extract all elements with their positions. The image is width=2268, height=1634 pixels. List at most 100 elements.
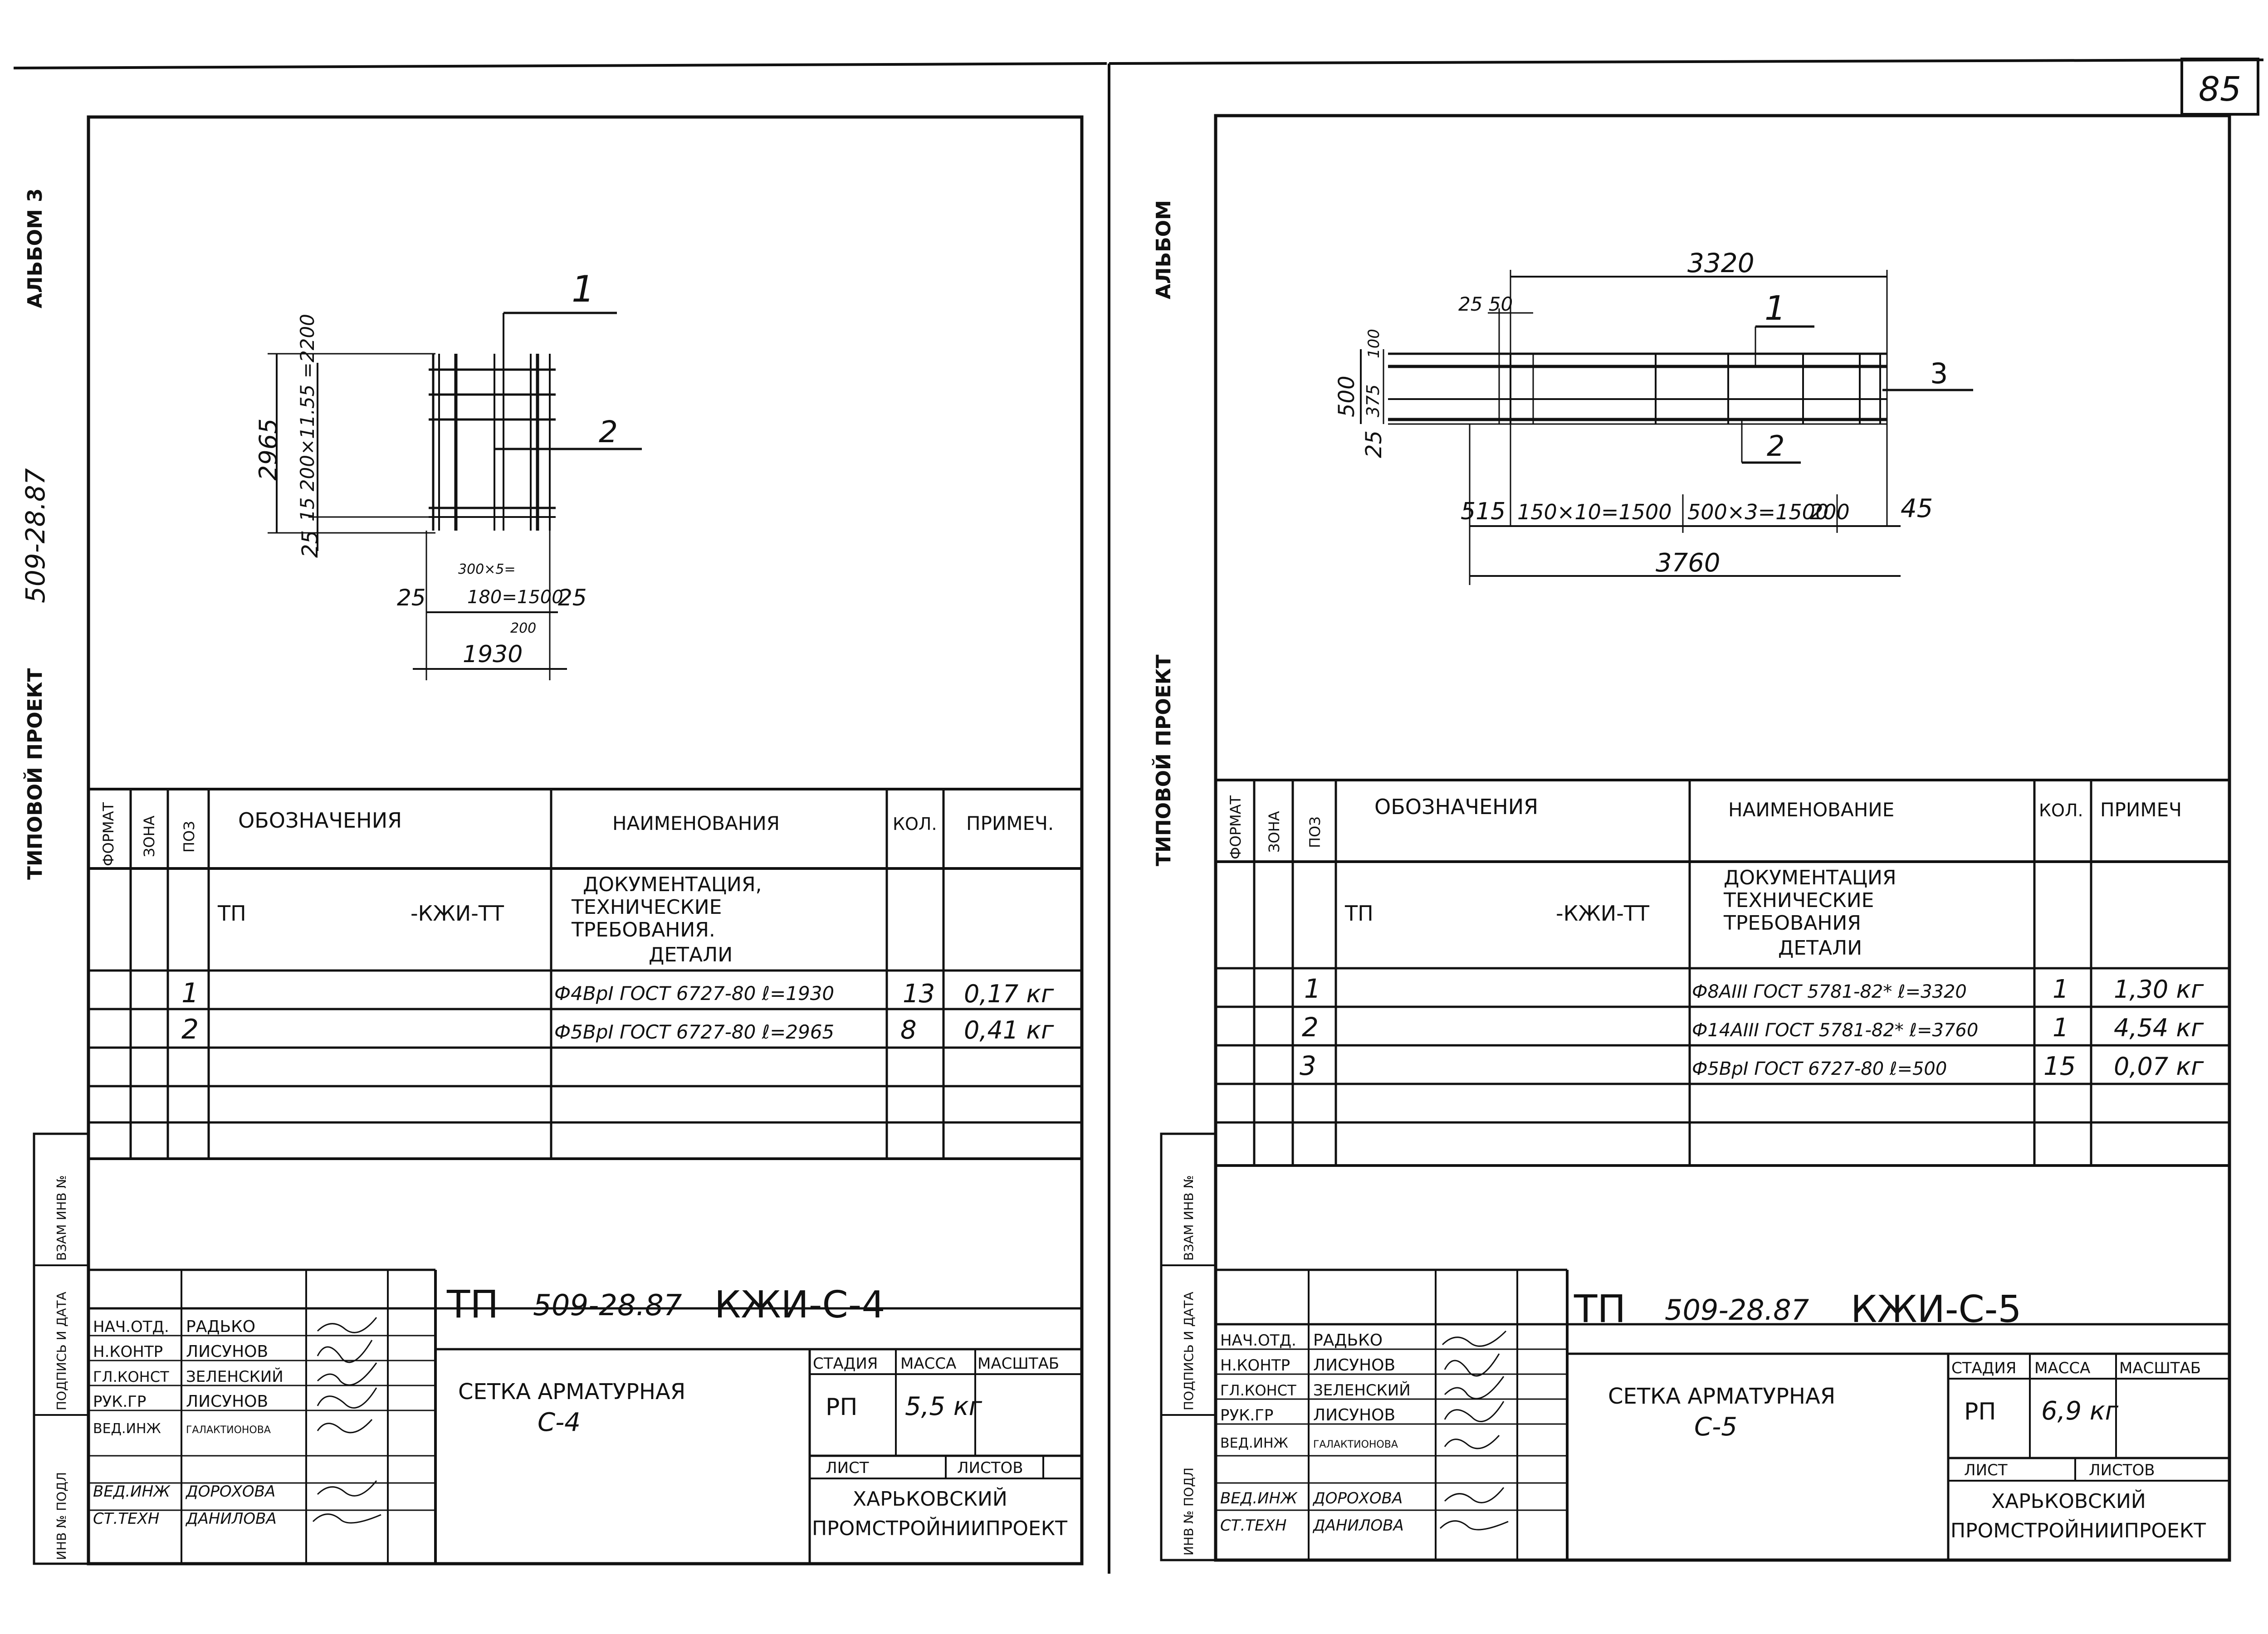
c5-dim-seg-d: 200 <box>1810 500 1850 524</box>
c5-dim-length-inner: 3320 <box>1687 248 1755 278</box>
left-doc-name-2: ТЕХНИЧЕСКИЕ <box>571 896 722 919</box>
c4-dim-width-total: 1930 <box>463 641 523 668</box>
top-edge-line-left <box>13 62 1107 69</box>
left-name-2: ЛИСУНОВ <box>186 1342 268 1361</box>
left-col-pos: ПОЗ <box>181 821 198 853</box>
left-role-1: НАЧ.ОТД. <box>93 1318 169 1336</box>
left-doc-name-3: ТРЕБОВАНИЯ. <box>571 918 715 941</box>
left-col-format: ФОРМАТ <box>100 802 117 866</box>
right-role-2: Н.КОНТР <box>1220 1356 1290 1375</box>
left-role-5: ВЕД.ИНЖ <box>93 1421 161 1437</box>
c4-dim-height-spacing: 15 200×11.55 =2200 <box>296 314 318 522</box>
right-col-designation: ОБОЗНАЧЕНИЯ <box>1374 795 1538 819</box>
c4-pos-1: 1 <box>572 268 595 310</box>
left-title-line-1: СЕТКА АРМАТУРНАЯ <box>458 1379 685 1405</box>
left-doc-name-1: ДОКУМЕНТАЦИЯ, <box>583 873 762 896</box>
left-signatures <box>312 1317 381 1524</box>
right-sheet: АЛЬБОМ ТИПОВОЙ ПРОЕКТ ВЗАМ ИНВ № ПОДПИСЬ… <box>1151 114 2231 1562</box>
right-spec-table: ФОРМАТ ЗОНА ПОЗ ОБОЗНАЧЕНИЯ НАИМЕНОВАНИЕ… <box>1214 779 2231 1167</box>
right-row3-pos: 3 <box>1300 1050 1316 1081</box>
right-doc-name-3: ТРЕБОВАНИЯ <box>1723 912 1861 935</box>
c5-dim-seg-a: 515 <box>1461 498 1505 525</box>
c5-dim-seg-e: 45 <box>1901 494 1933 523</box>
right-row2-qty: 1 <box>2053 1013 2069 1043</box>
left-col-note: ПРИМЕЧ. <box>966 812 1054 834</box>
right-role-1: НАЧ.ОТД. <box>1220 1332 1296 1350</box>
c4-dim-width-right: 25 <box>558 585 587 611</box>
c5-dim-offsets: 25 50 <box>1458 293 1513 315</box>
left-name-7: ДАНИЛОВА <box>185 1510 277 1528</box>
right-col-name: НАИМЕНОВАНИЕ <box>1728 799 1894 821</box>
left-col-qty: КОЛ. <box>893 814 937 834</box>
left-title-block: ТП 509-28.87 КЖИ-С-4 НАЧ.ОТД. Н.КОНТР ГЛ… <box>88 1268 1082 1564</box>
c4-dim-width-left: 25 <box>397 585 426 611</box>
right-org-1: ХАРЬКОВСКИЙ <box>1991 1489 2146 1513</box>
right-col-format: ФОРМАТ <box>1227 795 1244 859</box>
right-role-6: ВЕД.ИНЖ <box>1220 1489 1298 1507</box>
right-album-label: АЛЬБОМ <box>1152 200 1175 299</box>
right-mass: 6,9 кг <box>2041 1396 2119 1426</box>
right-col-qty: КОЛ. <box>2039 800 2083 820</box>
left-stamp-inv: ИНВ № ПОДЛ <box>54 1472 69 1560</box>
right-stamp-replaced: ВЗАМ ИНВ № <box>1181 1175 1196 1261</box>
left-code-prefix: ТП <box>446 1282 499 1327</box>
left-title-line-2: С-4 <box>538 1408 581 1437</box>
right-doc-code-right: -КЖИ-ТТ <box>1556 901 1650 926</box>
right-col-zone: ЗОНА <box>1266 811 1283 853</box>
left-code: 509-28.87 <box>533 1289 682 1322</box>
right-code-prefix: ТП <box>1574 1287 1626 1331</box>
right-row3-qty: 15 <box>2043 1052 2076 1081</box>
right-stage: РП <box>1964 1398 1996 1425</box>
right-role-4: РУК.ГР <box>1220 1406 1273 1424</box>
left-name-5: ГАЛАКТИОНОВА <box>186 1424 271 1436</box>
right-col-pos: ПОЗ <box>1306 816 1324 848</box>
right-role-7: СТ.ТЕХН <box>1220 1517 1286 1535</box>
c4-dim-height-total: 2965 <box>254 419 283 481</box>
page-number: 85 <box>2199 70 2241 109</box>
right-row3-name: Ф5ВрI ГОСТ 6727-80 ℓ=500 <box>1692 1058 1947 1079</box>
left-stamp-strip: ВЗАМ ИНВ № ПОДПИСЬ И ДАТА ИНВ № ПОДЛ <box>33 1132 90 1565</box>
right-row2-pos: 2 <box>1302 1012 1319 1043</box>
left-row1-name: Ф4ВрI ГОСТ 6727-80 ℓ=1930 <box>554 982 834 1005</box>
left-role-4: РУК.ГР <box>93 1393 146 1411</box>
right-stamp-inv: ИНВ № ПОДЛ <box>1181 1468 1196 1556</box>
c5-pos-2: 2 <box>1767 429 1784 463</box>
c5-dim-seg-c: 500×3=1500 <box>1687 500 1828 524</box>
left-role-2: Н.КОНТР <box>93 1343 163 1361</box>
left-album-label: АЛЬБОМ 3 <box>24 188 47 308</box>
c4-dim-width-spacing: 300×5= <box>458 561 516 577</box>
c4-dim-width-inner: 180=1500 <box>467 587 563 608</box>
left-label-scale: МАСШТАБ <box>978 1355 1059 1373</box>
left-row2-qty: 8 <box>900 1015 917 1045</box>
left-org-2: ПРОМСТРОЙНИИПРОЕКТ <box>812 1516 1067 1540</box>
right-title-line-1: СЕТКА АРМАТУРНАЯ <box>1608 1384 1835 1409</box>
left-stamp-signature: ПОДПИСЬ И ДАТА <box>54 1292 69 1410</box>
top-edge-line-right <box>1109 59 2264 65</box>
right-row2-name: Ф14АIII ГОСТ 5781-82* ℓ=3760 <box>1692 1020 1978 1041</box>
left-name-6: ДОРОХОВА <box>185 1483 275 1501</box>
right-name-7: ДАНИЛОВА <box>1312 1517 1404 1535</box>
left-name-4: ЛИСУНОВ <box>186 1392 268 1411</box>
right-code-suffix: КЖИ-С-5 <box>1851 1288 2022 1331</box>
right-label-scale: МАСШТАБ <box>2119 1359 2201 1377</box>
right-name-5: ГАЛАКТИОНОВА <box>1313 1439 1398 1450</box>
right-project-type: ТИПОВОЙ ПРОЕКТ <box>1151 654 1175 866</box>
right-row1-note: 1,30 кг <box>2114 975 2204 1004</box>
c5-dim-height-total: 500 <box>1334 376 1359 417</box>
left-row1-qty: 13 <box>903 979 935 1009</box>
left-doc-code-right: -КЖИ-ТТ <box>411 901 504 926</box>
left-row2-pos: 2 <box>181 1014 199 1045</box>
left-label-sheets: ЛИСТОВ <box>957 1459 1023 1477</box>
left-role-7: СТ.ТЕХН <box>93 1510 159 1528</box>
right-label-sheets: ЛИСТОВ <box>2089 1461 2155 1479</box>
c5-dim-height-edge: 25 <box>1361 430 1387 458</box>
right-name-1: РАДЬКО <box>1313 1331 1383 1350</box>
c5-dim-height-inner: 375 <box>1363 384 1383 417</box>
left-row2-note: 0,41 кг <box>964 1016 1054 1044</box>
left-name-1: РАДЬКО <box>186 1317 255 1336</box>
left-col-designation: ОБОЗНАЧЕНИЯ <box>238 808 402 833</box>
right-name-3: ЗЕЛЕНСКИЙ <box>1313 1381 1411 1400</box>
right-label-stage: СТАДИЯ <box>1951 1359 2016 1377</box>
c5-dim-length-total: 3760 <box>1656 548 1721 578</box>
